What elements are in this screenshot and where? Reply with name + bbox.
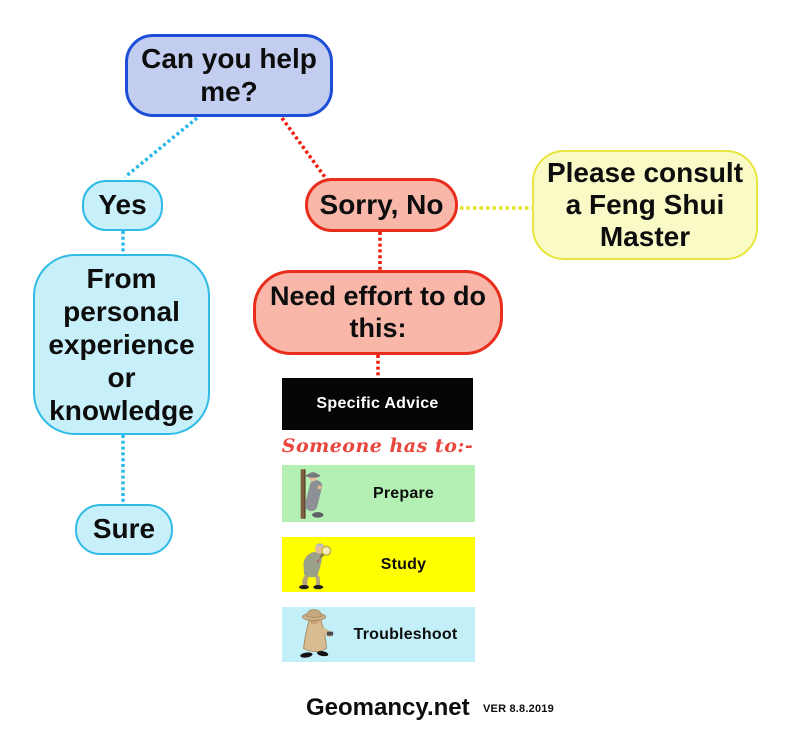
magnifying-glass-man-icon [294, 538, 332, 592]
task-troubleshoot-label: Troubleshoot [353, 625, 458, 643]
node-from-personal: From personal experience or knowledge [33, 254, 210, 435]
node-need-effort-label: Need effort to do this: [270, 281, 486, 343]
task-prepare-label: Prepare [373, 484, 434, 502]
footer-brand: Geomancy.net [306, 694, 470, 721]
detective-icon [294, 608, 336, 662]
node-can-you-help-label: Can you help me? [141, 43, 317, 107]
task-study-label: Study [380, 555, 427, 573]
someone-has-to-caption: Someone has to:- [272, 432, 483, 460]
node-consult-master-label: Please consult a Feng Shui Master [546, 156, 744, 253]
task-row-study: Study [282, 537, 475, 592]
node-from-personal-label: From personal experience or knowledge [48, 262, 195, 427]
footer-version: VER 8.8.2019 [483, 703, 554, 715]
node-need-effort: Need effort to do this: [253, 270, 503, 355]
specific-advice-label: Specific Advice [316, 395, 439, 412]
specific-advice-header: Specific Advice [282, 378, 473, 430]
node-sorry-no: Sorry, No [305, 178, 458, 232]
leaning-man-icon [294, 467, 332, 521]
connector-help-to-sorry [280, 116, 329, 182]
node-sorry-no-label: Sorry, No [319, 188, 444, 220]
connector-help-to-yes [123, 116, 199, 179]
node-sure: Sure [75, 504, 173, 555]
node-yes-label: Yes [98, 189, 147, 221]
node-yes: Yes [82, 180, 163, 231]
someone-has-to-label: Someone has to:- [281, 435, 474, 457]
task-row-prepare: Prepare [282, 465, 475, 522]
node-consult-master: Please consult a Feng Shui Master [532, 150, 758, 260]
node-can-you-help: Can you help me? [125, 34, 333, 117]
node-sure-label: Sure [92, 513, 156, 545]
task-row-troubleshoot: Troubleshoot [282, 607, 475, 662]
